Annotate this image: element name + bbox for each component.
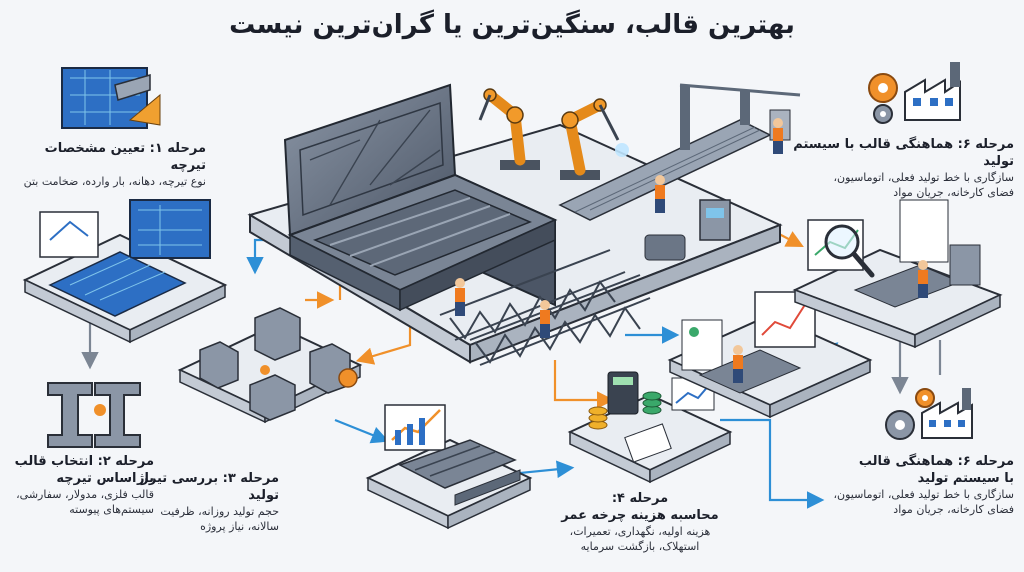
worker-icon [455,118,783,338]
step-4-heading: مرحله ۴: [611,491,669,506]
step-4-caption: مرحله ۴: محاسبه هزینه چرخه عمر هزینه اول… [555,490,725,554]
beam-icon [47,382,141,448]
calculator-icon [607,371,639,415]
step-4-heading-line2: محاسبه هزینه چرخه عمر [561,508,719,523]
step-5-body-line1: سازگاری با خط تولید فعلی، اتوماسیون، [833,488,1014,501]
analysis-platform [667,291,873,419]
step-2-heading: مرحله ۲: انتخاب قالب [14,454,154,469]
gear-icon [868,73,898,124]
gear-icon [885,388,935,440]
page-title: بهترین قالب، سنگین‌ترین یا گران‌ترین نیس… [229,10,795,40]
inspection-platform [792,199,1003,349]
step-2-caption: مرحله ۲: انتخاب قالب بر اساس تیرچه قالب … [4,453,154,517]
magnifier-icon [824,224,875,278]
factory-icon [921,388,973,439]
step-4-body-line1: هزینه اولیه، نگهداری، تعمیرات، [569,525,711,538]
step-6-body-line1: سازگاری با خط تولید فعلی، اتوماسیون، [833,171,1014,184]
step-6-caption: مرحله ۶: هماهنگی قالب با سیستم تولید ساز… [784,136,1014,200]
step-5-body-line2: فضای کارخانه، جریان مواد [893,503,1014,516]
step-2-body-line1: قالب فلزی، مدولار، سفارشی، [16,488,154,501]
step-3-heading: مرحله ۳: بررسی تیراژ تولید [136,471,279,503]
blueprint-icon [61,67,161,129]
large-steel-mold [283,83,558,312]
step-6-heading: مرحله ۶: هماهنگی قالب با سیستم تولید [793,137,1014,169]
step-3-body-line2: سالانه، نیاز پروژه [200,520,279,533]
step-5-heading-line2: با سیستم تولید [917,471,1014,486]
step-5-caption: مرحله ۶: هماهنگی قالب با سیستم تولید ساز… [814,453,1014,517]
production-volume-platform [365,404,533,530]
step-1-body: نوع تیرچه، دهانه، بار وارده، ضخامت بتن [23,175,206,188]
conveyor-line [558,83,801,261]
step-3-caption: مرحله ۳: بررسی تیراژ تولید حجم تولید روز… [119,470,279,534]
step-4-body-line2: استهلاک، بازگشت سرمایه [580,540,700,553]
modular-molds-platform [177,307,363,424]
step-3-body-line1: حجم تولید روزانه، ظرفیت [160,505,279,518]
step-2-body-line2: سیستم‌های پیوسته [69,503,154,516]
robot-arm-icon [478,88,629,180]
step-6-body-line2: فضای کارخانه، جریان مواد [893,186,1014,199]
chart-icon [624,377,715,463]
step-1-heading: مرحله ۱: تعیین مشخصات تیرچه [44,141,206,173]
coins-icon [588,391,662,430]
step-1-caption: مرحله ۱: تعیین مشخصات تیرچه نوع تیرچه، د… [6,140,206,189]
factory-icon [904,62,961,121]
design-station [22,199,228,344]
step-2-heading-line2: بر اساس تیرچه [56,471,154,486]
step-5-heading: مرحله ۶: هماهنگی قالب [858,454,1014,469]
truss-beams [439,249,651,366]
